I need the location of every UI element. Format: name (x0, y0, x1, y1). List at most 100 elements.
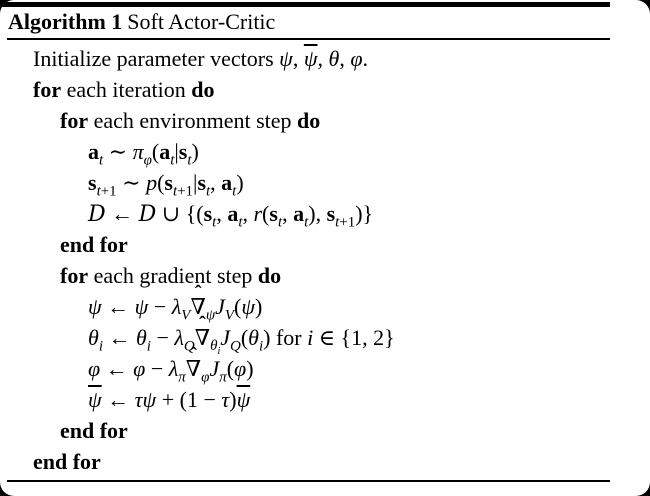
math-bold-vector: s (326, 201, 336, 226)
subscript: π (178, 369, 186, 385)
subscript: θi (210, 338, 220, 357)
subscript: t+1 (172, 183, 194, 200)
keyword: for (60, 108, 89, 133)
math-italic: Q (230, 338, 241, 355)
top-rule (1, 2, 610, 7)
math-bold-vector: a (293, 201, 305, 226)
math-italic: J (209, 356, 220, 381)
keyword: do (297, 108, 321, 133)
algorithm-line-7: end for (0, 229, 650, 260)
keyword: end for (33, 449, 101, 474)
subscript: ψ (206, 307, 215, 323)
subscript: φ (201, 369, 209, 385)
math-italic: ψ (88, 294, 102, 319)
algorithm-line-1: Initialize parameter vectors ψ, ψ, θ, φ. (33, 46, 368, 71)
math-italic: t (212, 214, 217, 231)
algorithm-line-14: end for (0, 446, 650, 477)
math-italic: t (172, 183, 178, 200)
algorithm-line-2: for each iteration do (33, 77, 215, 102)
subscript: Q (230, 338, 241, 354)
math-italic: r (253, 201, 263, 226)
math-italic: i (146, 338, 151, 355)
math-italic: i (98, 338, 103, 355)
subscript: t (170, 152, 174, 168)
math-bold-vector: s (197, 170, 207, 195)
hat-accent-icon: ˆ (190, 343, 197, 366)
math-italic: θ (328, 46, 340, 71)
math-bold-vector: s (269, 201, 278, 226)
keyword: end for (60, 418, 128, 443)
math-italic: Q (183, 338, 195, 355)
math-italic: t (277, 214, 283, 231)
subscript: Q (184, 338, 195, 354)
math-italic: ψ (205, 307, 216, 324)
math-italic: t (335, 214, 340, 231)
math-italic: ψ (303, 46, 318, 71)
math-italic: φ (234, 356, 247, 381)
algorithm-line-6: D ← D ∪ {(st, at, r(st, at), st+1)} (88, 201, 374, 231)
subscript: t (304, 214, 308, 230)
subscript: t (232, 183, 236, 199)
math-italic: J (220, 325, 231, 350)
script-letter: D (88, 202, 106, 227)
overbar: ψ (88, 387, 102, 412)
math-bold-vector: s (164, 170, 173, 195)
subscript: φ (144, 152, 152, 168)
math-italic: φ (201, 369, 210, 386)
nabla-hat: ∇ˆ (194, 312, 211, 350)
subscript: i (217, 346, 220, 357)
math-italic: π (178, 369, 186, 386)
subscript: i (147, 338, 151, 354)
math-italic: θ (88, 325, 99, 350)
algorithm-line-12: ψ ← τψ + (1 − τ)ψ (88, 387, 251, 412)
subscript: i (259, 338, 263, 354)
subscript: π (219, 369, 227, 385)
algorithm-body: Initialize parameter vectors ψ, ψ, θ, φ.… (0, 43, 650, 477)
math-italic: λ (171, 294, 182, 319)
keyword: do (257, 263, 282, 288)
math-italic: t (99, 152, 104, 169)
bottom-rule (7, 480, 610, 482)
math-italic: θ (135, 325, 147, 350)
keyword: end for (60, 232, 128, 257)
subscript: t+1 (335, 214, 356, 231)
math-italic: t (238, 214, 243, 231)
math-italic: V (181, 307, 191, 324)
nabla-hat: ∇ˆ (190, 281, 206, 319)
math-italic: J (215, 294, 225, 319)
math-bold-vector: a (88, 139, 99, 164)
subscript: t (238, 214, 242, 230)
math-italic: t (96, 183, 101, 200)
math-italic: ψ (134, 294, 149, 319)
math-bold-vector: a (221, 170, 233, 195)
math-bold-vector: s (203, 201, 213, 226)
math-italic: p (146, 170, 158, 195)
subscript: t (206, 183, 210, 199)
subscript: V (181, 307, 190, 323)
algorithm-line-13: end for (0, 415, 650, 446)
nabla-hat: ∇ˆ (185, 343, 202, 381)
math-bold-vector: s (178, 139, 188, 164)
math-italic: λ (168, 356, 179, 381)
math-italic: ψ (236, 387, 251, 412)
algorithm-line-5: st+1 ∼ p(st+1|st, at) (88, 170, 244, 200)
algorithm-line-4: at ∼ πφ(at|st) (88, 139, 199, 169)
subscript: t (212, 214, 216, 230)
math-italic: i (307, 325, 314, 350)
subscript: t (187, 152, 191, 168)
math-italic: t (232, 183, 237, 200)
math-italic: φ (133, 356, 146, 381)
subscript: i (99, 338, 103, 354)
algorithm-label: Algorithm 1 (8, 9, 123, 34)
header-divider-rule (7, 38, 610, 40)
subscript: t+1 (96, 183, 117, 200)
algorithm-line-3: for each environment step do (60, 108, 321, 133)
math-italic: φ (143, 152, 152, 169)
keyword: do (191, 77, 215, 102)
math-italic: φ (350, 46, 363, 71)
